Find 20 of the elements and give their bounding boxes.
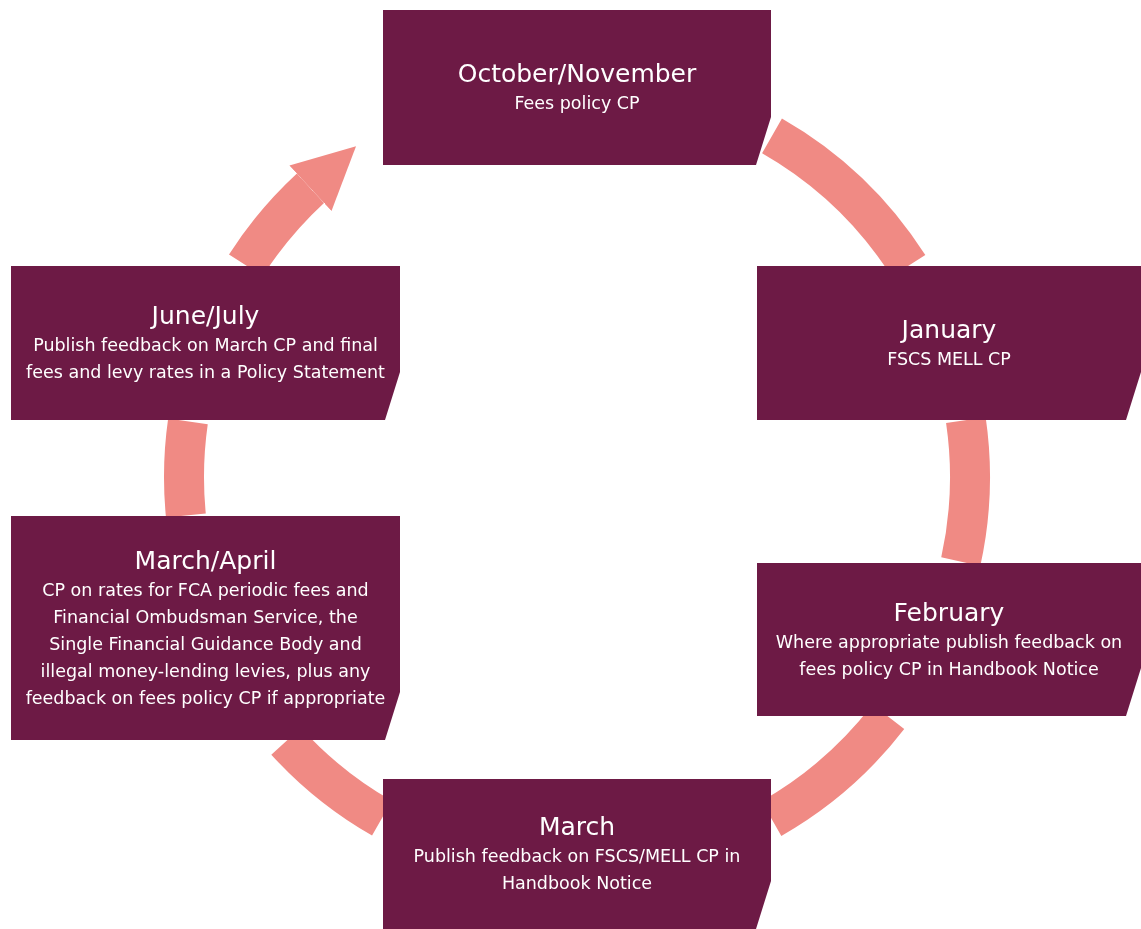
step-heading: March/April: [134, 544, 277, 577]
step-box: [757, 266, 1141, 420]
step-box: [383, 779, 771, 929]
step-description: CP on rates for FCA periodic fees and Financial Ombudsman Service, the Single Financial Guidance Body and illegal money-lending levies, plus any feedback on fees policy CP if appropriate: [25, 578, 386, 710]
connector-line: [941, 418, 990, 566]
step-description: Fees policy CP: [514, 92, 640, 115]
step-description: Where appropriate publish feedback on fees policy CP in Handbook Notice: [774, 630, 1124, 681]
step-heading: January: [901, 313, 997, 346]
step-heading: March: [538, 811, 616, 843]
connector-line: [164, 419, 208, 517]
step-description: Publish feedback on FSCS/MELL CP in Handbook Notice: [412, 845, 742, 895]
step-heading: October/November: [457, 58, 697, 90]
step-heading: February: [893, 596, 1005, 629]
step-box: [11, 266, 400, 420]
step-box: [11, 516, 400, 740]
step-box: [383, 10, 771, 165]
step-box: [757, 563, 1141, 716]
step-description: FSCS MELL CP: [887, 347, 1011, 371]
step-heading: June/July: [151, 300, 260, 332]
step-description: Publish feedback on March CP and final fees and levy rates in a Policy Statement: [25, 334, 386, 384]
